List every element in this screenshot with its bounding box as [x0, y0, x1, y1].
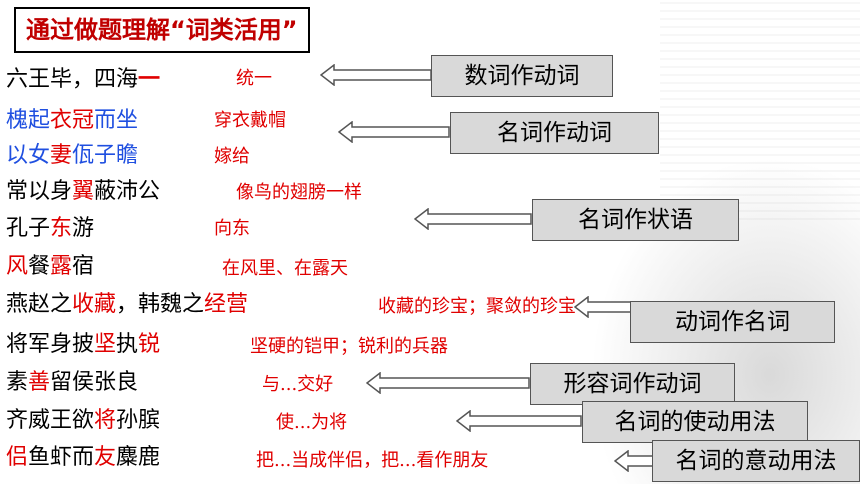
example-row-4: 常以身翼蔽沛公 [6, 177, 160, 207]
sentence-text: 宿 [72, 254, 95, 279]
highlight-word: 将 [94, 408, 117, 433]
left-arrow-icon [320, 64, 432, 86]
example-row-6: 风餐露宿 [6, 252, 94, 282]
left-arrow-icon [456, 410, 582, 432]
highlight-word: 侣 [6, 445, 29, 470]
example-row-1: 六王毕，四海一 [6, 64, 160, 94]
category-box-verb-as-noun: 动词作名词 [630, 301, 835, 343]
gloss-2: 穿衣戴帽 [214, 110, 286, 131]
sentence-text: 燕赵之 [6, 292, 73, 317]
sentence-text: 素 [6, 370, 29, 395]
highlight-word: 东 [50, 216, 73, 241]
category-box-noun-as-verb: 名词作动词 [450, 112, 659, 154]
left-arrow-icon [366, 372, 530, 394]
highlight-word: 友 [94, 445, 117, 470]
sentence-text: 齐威王欲 [6, 408, 95, 433]
category-box-numeral-as-verb: 数词作动词 [431, 55, 613, 97]
highlight-word: 善 [28, 370, 51, 395]
sentence-text: 孙膑 [116, 408, 161, 433]
slide-title: 通过做题理解“词类活用” [14, 7, 310, 53]
example-row-2: 槐起衣冠而坐 [6, 106, 138, 136]
gloss-4: 像鸟的翅膀一样 [236, 182, 362, 203]
sentence-text: 常以身 [6, 179, 73, 204]
sentence-text: 以女 [6, 143, 51, 168]
sentence-text: 餐 [28, 254, 51, 279]
highlight-word: 一 [138, 66, 161, 92]
example-row-3: 以女妻佤子瞻 [6, 141, 138, 171]
highlight-word: 翼 [72, 179, 95, 204]
sentence-text: 蔽沛公 [94, 179, 161, 204]
gloss-7: 收藏的珍宝；聚敛的珍宝 [378, 296, 576, 317]
sentence-text: 槐起 [6, 108, 51, 133]
category-box-adjective-as-verb: 形容词作动词 [530, 363, 735, 405]
example-row-11: 侣鱼虾而友麋鹿 [6, 443, 160, 473]
highlight-word: 坚 [94, 332, 117, 357]
sentence-text: 孔子 [6, 216, 51, 241]
example-row-8: 将军身披坚执锐 [6, 330, 160, 360]
left-arrow-icon [338, 121, 450, 143]
example-row-5: 孔子东游 [6, 214, 94, 244]
example-row-10: 齐威王欲将孙膑 [6, 406, 160, 436]
sentence-text: 麋鹿 [116, 445, 161, 470]
left-arrow-icon [574, 296, 632, 318]
gloss-1: 统一 [236, 68, 272, 89]
background-brush-strokes [660, 0, 860, 220]
highlight-word: 露 [50, 254, 73, 279]
example-row-7: 燕赵之收藏，韩魏之经营 [6, 290, 248, 320]
sentence-text: ，韩魏之 [116, 292, 205, 317]
highlight-word: 经营 [204, 292, 249, 317]
sentence-text: 佤子瞻 [72, 143, 139, 168]
example-row-9: 素善留侯张良 [6, 368, 138, 398]
left-arrow-icon [614, 450, 654, 472]
sentence-text: 六王毕，四海 [6, 67, 139, 92]
left-arrow-icon [414, 208, 532, 230]
highlight-word: 妻 [50, 143, 73, 168]
gloss-3: 嫁给 [214, 146, 250, 167]
gloss-8: 坚硬的铠甲；锐利的兵器 [250, 336, 448, 357]
gloss-6: 在风里、在露天 [222, 258, 348, 279]
sentence-text: 执 [116, 332, 139, 357]
highlight-word: 锐 [138, 332, 161, 357]
highlight-word: 风 [6, 254, 29, 279]
sentence-text: 将军身披 [6, 332, 95, 357]
gloss-9: 与...交好 [262, 374, 334, 395]
sentence-text: 游 [72, 216, 95, 241]
sentence-text: 鱼虾而 [28, 445, 95, 470]
gloss-10: 使...为将 [276, 412, 348, 433]
sentence-text: 而坐 [94, 108, 139, 133]
highlight-word: 衣冠 [50, 108, 95, 133]
highlight-word: 收藏 [72, 292, 117, 317]
category-box-noun-as-adverbial: 名词作状语 [532, 199, 739, 241]
category-box-causative-noun: 名词的使动用法 [582, 401, 808, 443]
category-box-putative-noun: 名词的意动用法 [652, 440, 860, 482]
sentence-text: 留侯张良 [50, 370, 139, 395]
gloss-5: 向东 [214, 218, 250, 239]
gloss-11: 把...当成伴侣，把...看作朋友 [256, 450, 489, 471]
